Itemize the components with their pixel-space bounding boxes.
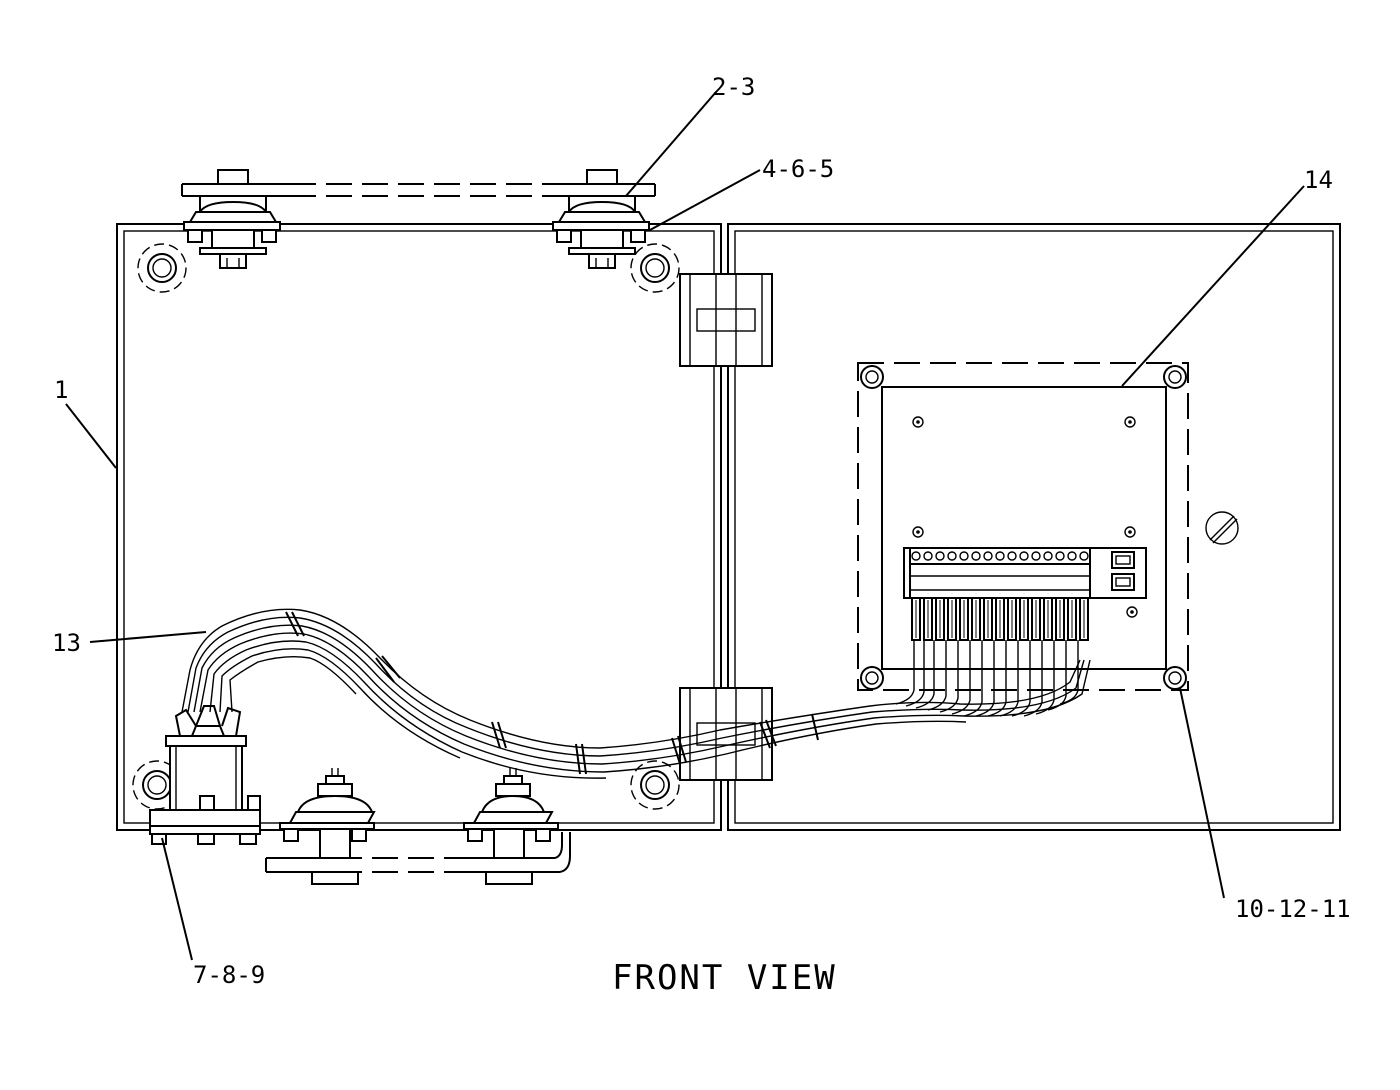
terminal-screw xyxy=(1055,551,1065,561)
callout-2-3: 2-3 xyxy=(712,73,755,101)
hinge-bottom xyxy=(679,687,773,781)
mounting-hole-bottom-right xyxy=(630,760,680,810)
callout-4-6-5: 4-6-5 xyxy=(762,155,834,183)
top-mounting-bracket xyxy=(181,183,656,197)
terminal-screw xyxy=(959,551,969,561)
callout-13: 13 xyxy=(52,629,81,657)
terminal-screw xyxy=(995,551,1005,561)
terminal-pins xyxy=(911,551,1089,641)
terminal-screw xyxy=(1043,551,1053,561)
harness-connector xyxy=(149,705,261,845)
latch-screw xyxy=(1205,511,1239,545)
terminal-screw xyxy=(1079,551,1089,561)
terminal-screw xyxy=(971,551,981,561)
left-enclosure xyxy=(116,223,722,831)
terminal-screw xyxy=(1031,551,1041,561)
callout-10-12-11: 10-12-11 xyxy=(1235,895,1351,923)
top-isolator-mount-left xyxy=(183,169,281,269)
terminal-screw xyxy=(983,551,993,561)
view-title: FRONT VIEW xyxy=(612,958,837,998)
terminal-screw xyxy=(911,551,921,561)
leader-lines xyxy=(65,91,1305,961)
mounting-hole-top-right xyxy=(630,243,680,293)
mounting-hole-top-left xyxy=(137,243,187,293)
bottom-isolator-mount-right xyxy=(463,768,559,885)
top-isolator-mount-right xyxy=(552,169,650,269)
terminal-screw xyxy=(935,551,945,561)
callout-14: 14 xyxy=(1304,166,1333,194)
callout-7-8-9: 7-8-9 xyxy=(193,961,265,989)
terminal-screw xyxy=(923,551,933,561)
hinge-top xyxy=(679,273,773,367)
terminal-screw xyxy=(1007,551,1017,561)
callout-1: 1 xyxy=(54,376,68,404)
terminal-screw xyxy=(1067,551,1077,561)
bottom-isolator-mount-left xyxy=(279,768,376,885)
terminal-screw xyxy=(947,551,957,561)
right-door-panel xyxy=(727,223,1341,831)
terminal-screw xyxy=(1019,551,1029,561)
